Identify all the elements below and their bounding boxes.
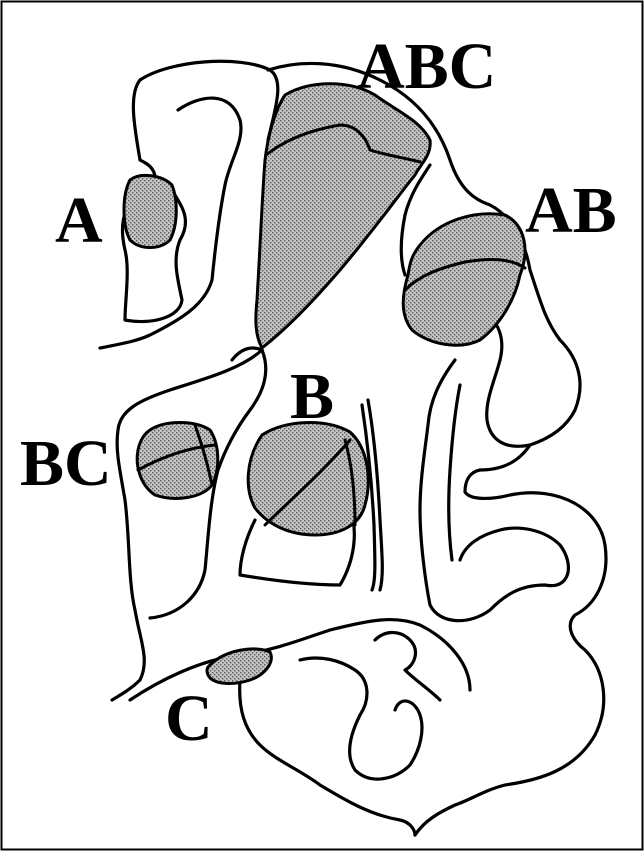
label-ab: AB bbox=[525, 174, 617, 247]
lesion-a bbox=[124, 175, 176, 247]
label-bc: BC bbox=[20, 427, 112, 500]
label-b: B bbox=[290, 360, 334, 433]
label-abc: ABC bbox=[357, 30, 496, 103]
label-a: A bbox=[55, 184, 103, 257]
label-c: C bbox=[165, 682, 213, 755]
